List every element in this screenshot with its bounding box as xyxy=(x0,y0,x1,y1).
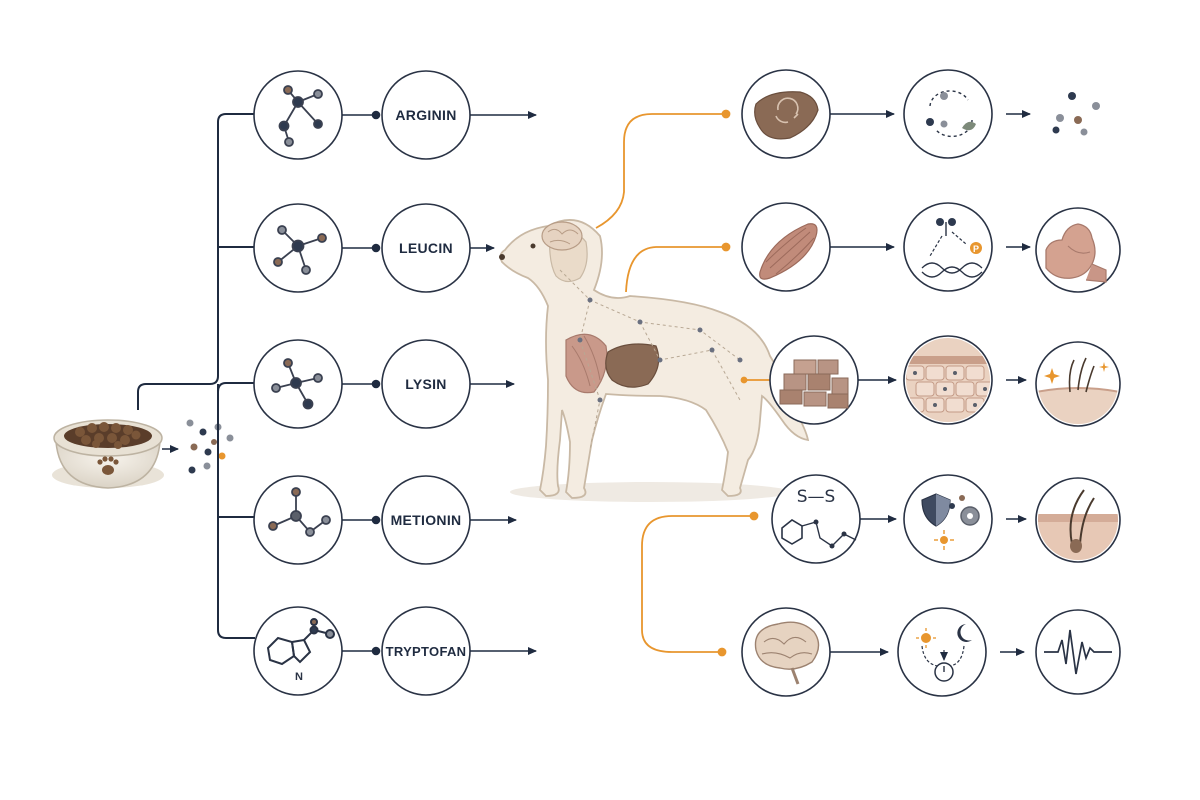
step-to-result-arrows xyxy=(1000,110,1031,656)
antioxidant-shield-icon xyxy=(921,493,980,550)
dog-to-organ-connectors xyxy=(595,109,770,657)
protein-synthesis-icon: P xyxy=(921,218,983,278)
label-arginine: ARGININ xyxy=(395,107,456,123)
molecule-circle-arginine xyxy=(253,70,343,160)
dog-brain-icon xyxy=(541,221,583,251)
dog-muscle-icon xyxy=(565,333,608,394)
label-leucine: LEUCIN xyxy=(399,240,453,256)
branch-lines xyxy=(137,113,255,639)
amino-acid-label-circles: ARGININ LEUCIN LYSIN METIONIN TRYPTOFAN xyxy=(381,70,471,696)
leucine-molecule-icon xyxy=(273,225,327,275)
sleep-cycle-icon xyxy=(916,624,972,682)
clock-icon xyxy=(934,662,954,682)
heartbeat-wave-icon xyxy=(1044,629,1112,675)
disulfide-molecule-icon: S—S xyxy=(781,487,857,549)
amino-acid-particles-icon xyxy=(186,419,234,474)
label-tryptophan: TRYPTOFAN xyxy=(386,644,467,659)
flexed-arm-icon xyxy=(1045,223,1107,283)
label-node-tryptophan: TRYPTOFAN xyxy=(381,606,471,696)
moon-icon xyxy=(957,624,972,642)
label-node-leucine: LEUCIN xyxy=(381,203,471,293)
methionine-molecule-icon xyxy=(268,487,331,537)
disulfide-formula: S—S xyxy=(797,487,836,507)
label-methionine: METIONIN xyxy=(391,512,462,528)
dog-liver-icon xyxy=(605,343,660,388)
molecule-dots-icon xyxy=(1052,92,1100,136)
result-circles xyxy=(1035,207,1121,695)
source-to-step-arrows xyxy=(830,110,897,656)
gear-icon xyxy=(960,506,980,526)
food-bowl-icon xyxy=(52,419,164,489)
dog-anatomy-illustration xyxy=(499,219,810,502)
label-node-methionine: METIONIN xyxy=(381,475,471,565)
label-to-dog-arrows xyxy=(470,111,537,655)
svg-text:N: N xyxy=(295,671,303,683)
label-node-arginine: ARGININ xyxy=(381,70,471,160)
tissue-blocks-icon xyxy=(779,359,849,409)
svg-text:P: P xyxy=(973,244,979,254)
brain-icon xyxy=(754,621,820,685)
sun-icon xyxy=(916,628,936,648)
sun-burst-icon xyxy=(934,530,954,550)
paw-print-icon xyxy=(97,456,119,475)
molecule-to-label-connectors xyxy=(342,110,381,656)
label-node-lysine: LYSIN xyxy=(381,339,471,429)
lysine-molecule-icon xyxy=(271,358,323,410)
label-lysine: LYSIN xyxy=(405,376,446,392)
muscle-icon xyxy=(759,223,818,280)
liver-icon xyxy=(754,91,819,140)
urea-cycle-icon xyxy=(926,90,976,138)
tryptophan-indole-icon: N xyxy=(266,618,335,683)
arginine-molecule-icon xyxy=(278,85,323,147)
